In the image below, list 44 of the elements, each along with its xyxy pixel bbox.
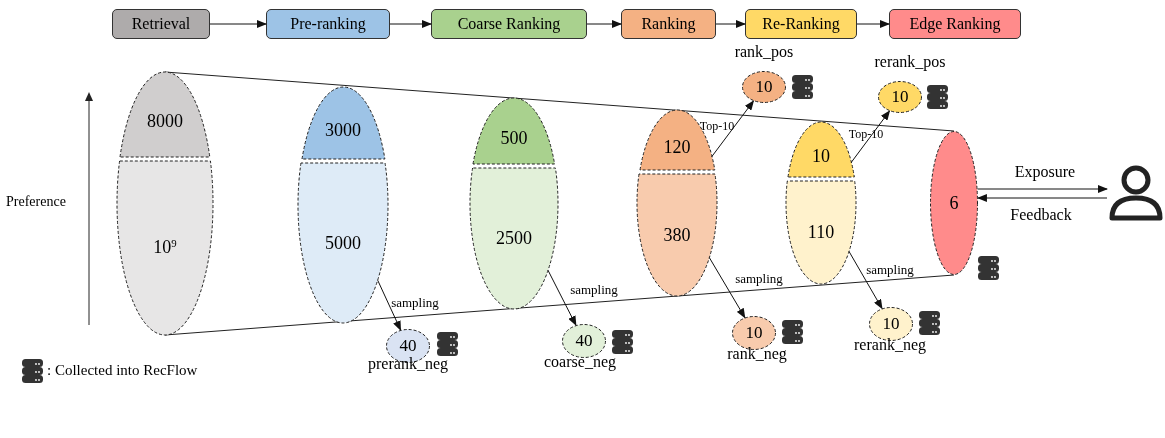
funnel-cap: 3000 bbox=[301, 87, 385, 159]
count-ellipse: 10 bbox=[878, 81, 922, 113]
arrow bbox=[377, 279, 402, 331]
edge-label: sampling bbox=[866, 262, 914, 278]
funnel-section: 110 bbox=[786, 181, 856, 284]
arrow bbox=[711, 100, 755, 158]
arrow bbox=[848, 250, 883, 310]
funnel-section: 10$^{9}$ bbox=[117, 161, 213, 335]
person-icon bbox=[1107, 163, 1165, 221]
edge-label: sampling bbox=[735, 271, 783, 287]
arrow bbox=[209, 20, 267, 28]
arrow bbox=[389, 20, 432, 28]
edge-label: Exposure bbox=[1014, 163, 1076, 181]
funnel-section: 5000 bbox=[298, 163, 388, 323]
count-ellipse: 40 bbox=[562, 324, 606, 358]
funnel-cap: 8000 bbox=[120, 72, 210, 157]
arrow bbox=[547, 269, 577, 327]
legend-text: : Collected into RecFlow bbox=[47, 362, 198, 379]
edge-label: Top-10 bbox=[848, 126, 884, 142]
arrow bbox=[708, 257, 746, 319]
stage-box: Retrieval bbox=[112, 9, 210, 39]
arrow bbox=[715, 20, 746, 28]
edge-label: sampling bbox=[570, 282, 618, 298]
count-ellipse: 10 bbox=[742, 71, 786, 103]
edge-label: Top-10 bbox=[699, 118, 735, 134]
node-caption: rerank_pos bbox=[874, 53, 946, 71]
stage-box: Edge Ranking bbox=[889, 9, 1021, 39]
count-ellipse: 6 bbox=[930, 131, 978, 275]
stage-box: Coarse Ranking bbox=[431, 9, 587, 39]
funnel-section: 2500 bbox=[470, 168, 558, 309]
arrow bbox=[977, 185, 1108, 193]
stage-box: Pre-ranking bbox=[266, 9, 390, 39]
edge-label: sampling bbox=[391, 295, 439, 311]
funnel-cap: 500 bbox=[473, 98, 555, 164]
stage-box: Re-Ranking bbox=[745, 9, 857, 39]
funnel-section: 380 bbox=[637, 174, 717, 296]
node-caption: rank_pos bbox=[734, 43, 794, 61]
edge-label: Feedback bbox=[1010, 206, 1072, 224]
axis-label: Preference bbox=[6, 194, 66, 210]
arrow bbox=[976, 194, 1108, 202]
arrow bbox=[586, 20, 622, 28]
arrow bbox=[856, 20, 890, 28]
stage-box: Ranking bbox=[621, 9, 716, 39]
arrow bbox=[850, 110, 891, 163]
